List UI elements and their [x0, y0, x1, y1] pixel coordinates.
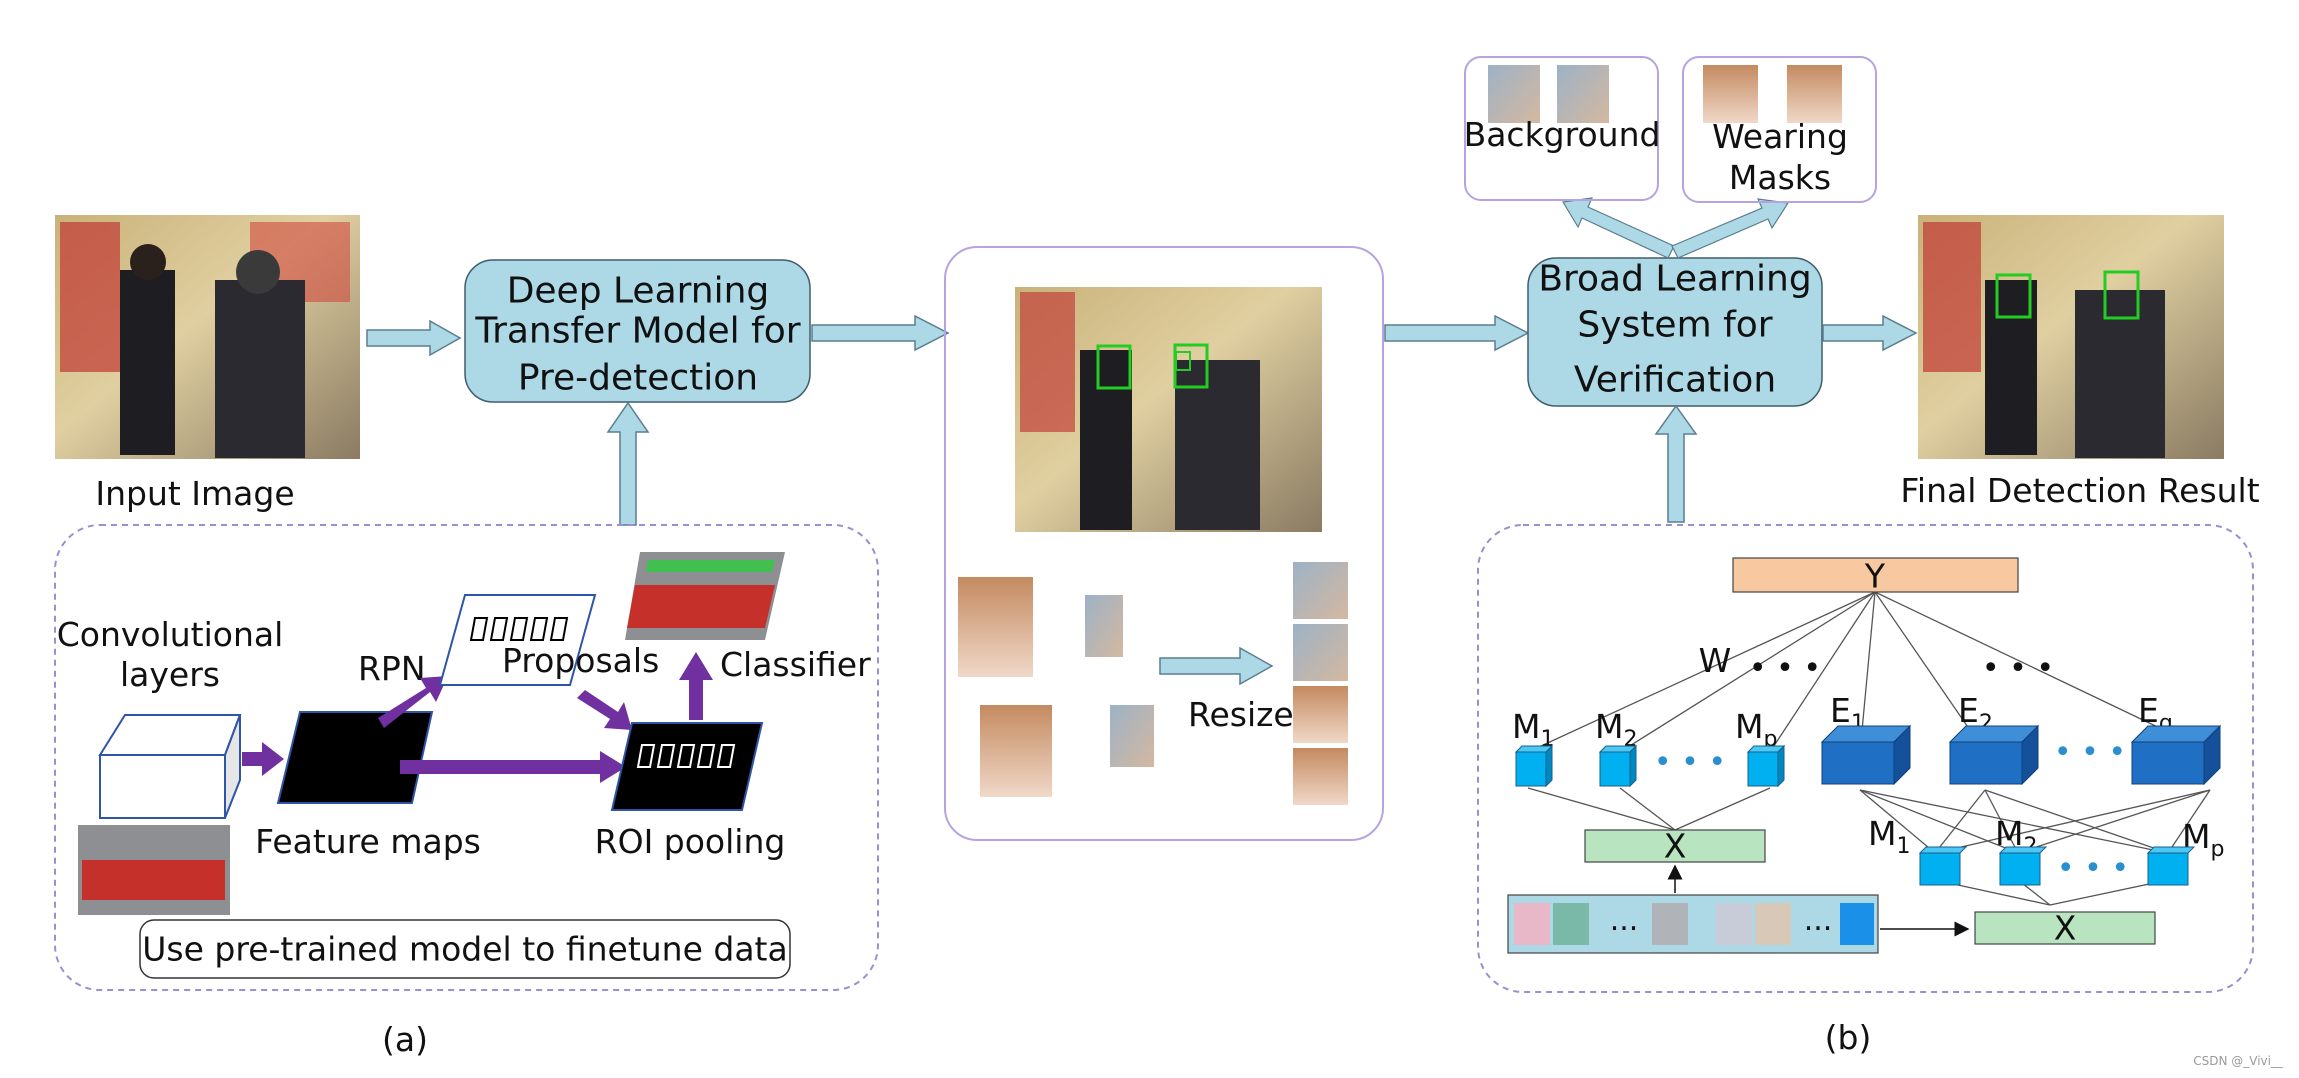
node-e1 [1820, 724, 1912, 786]
node-m1-b [1918, 846, 1968, 886]
finetune-label: Use pre-trained model to finetune data [142, 930, 787, 969]
arrow-feature-to-roi [400, 751, 626, 783]
input-image-label: Input Image [95, 474, 294, 513]
wearing-masks-line-2: Masks [1729, 158, 1831, 197]
node-m1 [1514, 744, 1554, 788]
panel-a-frame [54, 524, 879, 991]
predetection-frame [944, 246, 1384, 841]
bls-line-2: System for [1577, 305, 1772, 346]
classifier-label: Classifier [720, 645, 871, 684]
arrow-proposals-to-roi [577, 690, 632, 730]
arrow-bls-to-masks [1671, 198, 1790, 259]
sample-thumb-2 [1553, 903, 1589, 945]
node-eq [2130, 724, 2222, 786]
node-e2 [1948, 724, 2040, 786]
panel-b-caption: (b) [1825, 1018, 1872, 1057]
arrow-rpn [378, 676, 448, 728]
dltm-line-1: Deep Learning [507, 271, 770, 312]
mapped-feature-nodes-b [1918, 846, 2196, 886]
arrow-dltm-to-predetection [811, 314, 950, 352]
dltm-line-3: Pre-detection [518, 358, 758, 399]
samples-ellipsis-2: ... [1804, 903, 1833, 938]
panel-a-caption: (a) [382, 1020, 428, 1059]
output-y-box [1732, 557, 2019, 593]
conv-layers-line-2: layers [120, 655, 220, 694]
background-label: Background [1464, 115, 1661, 154]
mapped-nodes-dots: • • • [1654, 745, 1726, 780]
samples-ellipsis-1: ... [1610, 903, 1639, 938]
weights-dots: • • • [1749, 651, 1821, 686]
resize-label: Resize [1188, 695, 1294, 734]
final-detection-photo [1918, 215, 2224, 459]
proposals-label: Proposals [502, 641, 659, 680]
arrow-conv-to-feature [242, 742, 284, 776]
wearing-masks-line-1: Wearing [1712, 117, 1848, 156]
final-detection-label: Final Detection Result [1900, 471, 2259, 510]
roi-slots [636, 744, 736, 768]
mask-sample-1 [1703, 65, 1758, 123]
arrow-resize [1159, 646, 1274, 686]
rpn-label: RPN [358, 649, 426, 688]
background-box [1464, 56, 1659, 201]
conv-layers-line-1: Convolutional [57, 615, 284, 654]
arrow-panel-b-to-bls [1654, 404, 1698, 523]
sample-thumb-5 [1755, 903, 1791, 945]
sample-thumb-4 [1716, 903, 1752, 945]
watermark: CSDN @_Vivi__ [2193, 1054, 2284, 1068]
finetune-box [139, 919, 791, 979]
bls-line-3: Verification [1574, 360, 1776, 401]
input-x-box-left [1584, 829, 1766, 863]
node-m2 [1598, 744, 1638, 788]
mapped-feature-nodes [1514, 744, 1786, 788]
node-mp [1746, 744, 1786, 788]
sample-thumb-3 [1652, 903, 1688, 945]
input-x-label-right: X [2054, 909, 2077, 948]
wearing-masks-box [1682, 56, 1877, 203]
weights-w-label: W [1699, 641, 1732, 680]
feature-maps-block [276, 711, 434, 804]
node-label-mp: Mp [1735, 707, 1777, 752]
node-label-m1-b: M1 [1868, 814, 1910, 859]
enhancement-nodes-dots: • • • [2054, 735, 2126, 770]
sample-thumb-1 [1514, 903, 1550, 945]
roi-pooling-label: ROI pooling [595, 822, 786, 861]
proposal-slots [469, 617, 569, 641]
resized-faces [1293, 562, 1348, 805]
feature-maps-label: Feature maps [255, 822, 481, 861]
input-x-box-right [1974, 911, 2156, 945]
node-mp-b [2146, 846, 2196, 886]
input-x-label-left: X [1664, 827, 1687, 866]
node-label-m2: M2 [1595, 707, 1637, 752]
arrow-finetune-to-dltm [606, 401, 650, 526]
arrow-input-to-dltm [366, 319, 462, 357]
background-sample-1 [1488, 65, 1540, 123]
classifier-photo [625, 552, 785, 640]
arrow-bls-to-background [1562, 197, 1675, 259]
arrow-predetection-to-bls [1384, 314, 1530, 352]
background-sample-2 [1557, 65, 1609, 123]
sample-thumb-6 [1840, 903, 1874, 945]
enhancement-nodes [1820, 724, 2222, 786]
bls-box [1527, 257, 1823, 407]
output-y-label: Y [1864, 557, 1886, 596]
predetection-photo [1015, 287, 1322, 532]
dltm-box [464, 259, 811, 403]
mask-sample-2 [1787, 65, 1842, 123]
bls-line-1: Broad Learning [1538, 259, 1811, 300]
dltm-line-2: Transfer Model for [474, 311, 800, 352]
conv-sample-photo [78, 825, 230, 915]
node-m2-b [1998, 846, 2048, 886]
arrow-bls-to-final [1822, 314, 1918, 352]
panel-b-frame [1477, 524, 2254, 993]
cropped-faces [958, 577, 1154, 797]
conv-layers-cuboid [98, 714, 242, 819]
mapped-nodes-b-dots: • • • [2057, 851, 2129, 886]
node-label-m1: M1 [1512, 707, 1554, 752]
arrow-roi-to-classifier [679, 652, 713, 720]
enhancement-dots-top: • • • [1982, 651, 2054, 686]
input-image-photo [55, 215, 360, 459]
